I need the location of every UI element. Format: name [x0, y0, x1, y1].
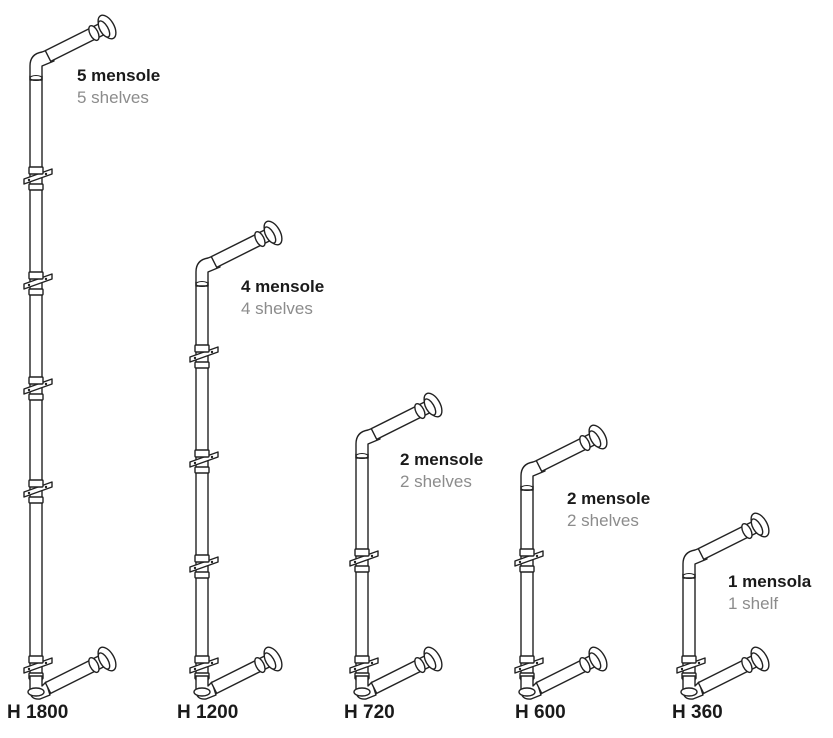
unit-5-bottom-arm [697, 653, 761, 695]
unit-2-bottom-arm [210, 653, 274, 695]
unit-3-height-label: H 720 [344, 702, 395, 723]
unit-5-english-label: 1 shelf [728, 594, 779, 613]
unit-3-english-label: 2 shelves [400, 472, 472, 491]
unit-1-english-label: 5 shelves [77, 88, 149, 107]
unit-4-height-label: H 600 [515, 702, 566, 723]
unit-2-top-arm [210, 227, 274, 269]
unit-2-vertical-pipe [195, 281, 209, 681]
unit-5-height-label: H 360 [672, 702, 723, 723]
unit-4-top-arm [535, 431, 599, 473]
unit-5-italian-label: 1 mensola [728, 572, 812, 591]
unit-4-vertical-pipe [520, 485, 534, 681]
unit-4-bottom-arm [535, 653, 599, 695]
pipe-unit-2 [189, 220, 283, 700]
unit-1-height-label: H 1800 [7, 702, 69, 723]
pipe-unit-5 [676, 512, 770, 700]
unit-1-italian-label: 5 mensole [77, 66, 161, 85]
unit-5-top-arm [697, 519, 761, 561]
unit-2-italian-label: 4 mensole [241, 277, 325, 296]
unit-1-bottom-arm [44, 653, 108, 695]
pipe-unit-3 [349, 392, 443, 700]
unit-2-english-label: 4 shelves [241, 299, 313, 318]
pipe-unit-1 [23, 14, 117, 700]
pipe-unit-4 [514, 424, 608, 700]
unit-2-height-label: H 1200 [177, 702, 239, 723]
unit-1-top-arm [44, 21, 108, 63]
unit-3-bottom-arm [370, 653, 434, 695]
unit-3-top-arm [370, 399, 434, 441]
unit-4-english-label: 2 shelves [567, 511, 639, 530]
unit-3-italian-label: 2 mensole [400, 450, 484, 469]
unit-4-italian-label: 2 mensole [567, 489, 651, 508]
